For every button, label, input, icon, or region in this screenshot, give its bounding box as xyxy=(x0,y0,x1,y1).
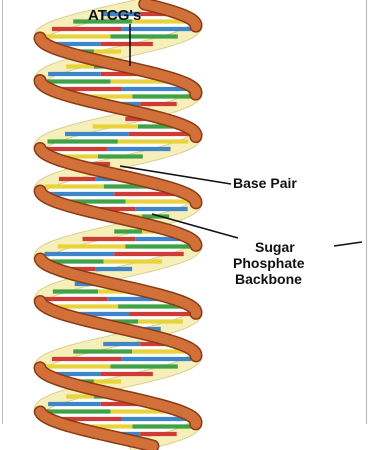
label-backbone-line3: Backbone xyxy=(235,272,302,287)
label-base-pair: Base Pair xyxy=(233,176,297,191)
label-backbone-line2: Phosphate xyxy=(233,256,305,271)
label-bases: ATCG's xyxy=(88,8,141,24)
label-backbone-line1: Sugar xyxy=(255,240,295,255)
leader-backbone-right xyxy=(334,242,362,246)
